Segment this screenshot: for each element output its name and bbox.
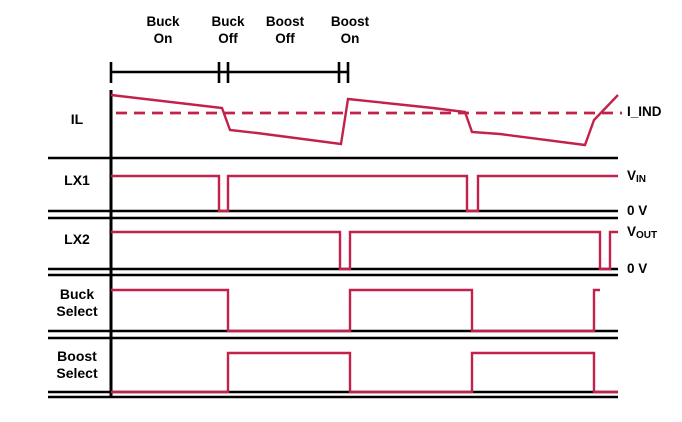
row-label-lx2: LX2 [64,231,90,247]
phase-label-buck-off: Buck Off [211,14,245,46]
phase-label-boost-on: Boost On [330,14,370,46]
label-zero-v-top: 0 V [627,203,648,218]
row-label-boost-select: Boost Select [56,348,98,381]
label-v-out-base: V [627,224,637,239]
waveform-lx1 [111,174,618,213]
label-v-out-subscript: OUT [636,230,658,241]
phase-label-boost-off: Boost Off [265,14,305,46]
waveform-buck-select [111,288,600,333]
row-dividers [48,156,618,399]
label-v-in-subscript: IN [636,174,647,185]
row-label-buck-select: Buck Select [56,286,98,319]
label-v-out: VOUT [627,224,658,241]
row-label-il: IL [70,111,84,127]
waveform-boost-select [111,351,618,394]
label-i-ind: I_IND [627,104,662,119]
waveform-lx2 [111,230,618,271]
label-v-in-base: V [627,168,637,183]
waveform-il [110,93,619,147]
phase-label-buck-on: Buck On [146,14,180,46]
label-zero-v-bottom: 0 V [627,261,648,276]
label-v-in: VIN [627,168,647,185]
row-label-lx1: LX1 [64,172,90,188]
phase-axis [109,62,350,83]
